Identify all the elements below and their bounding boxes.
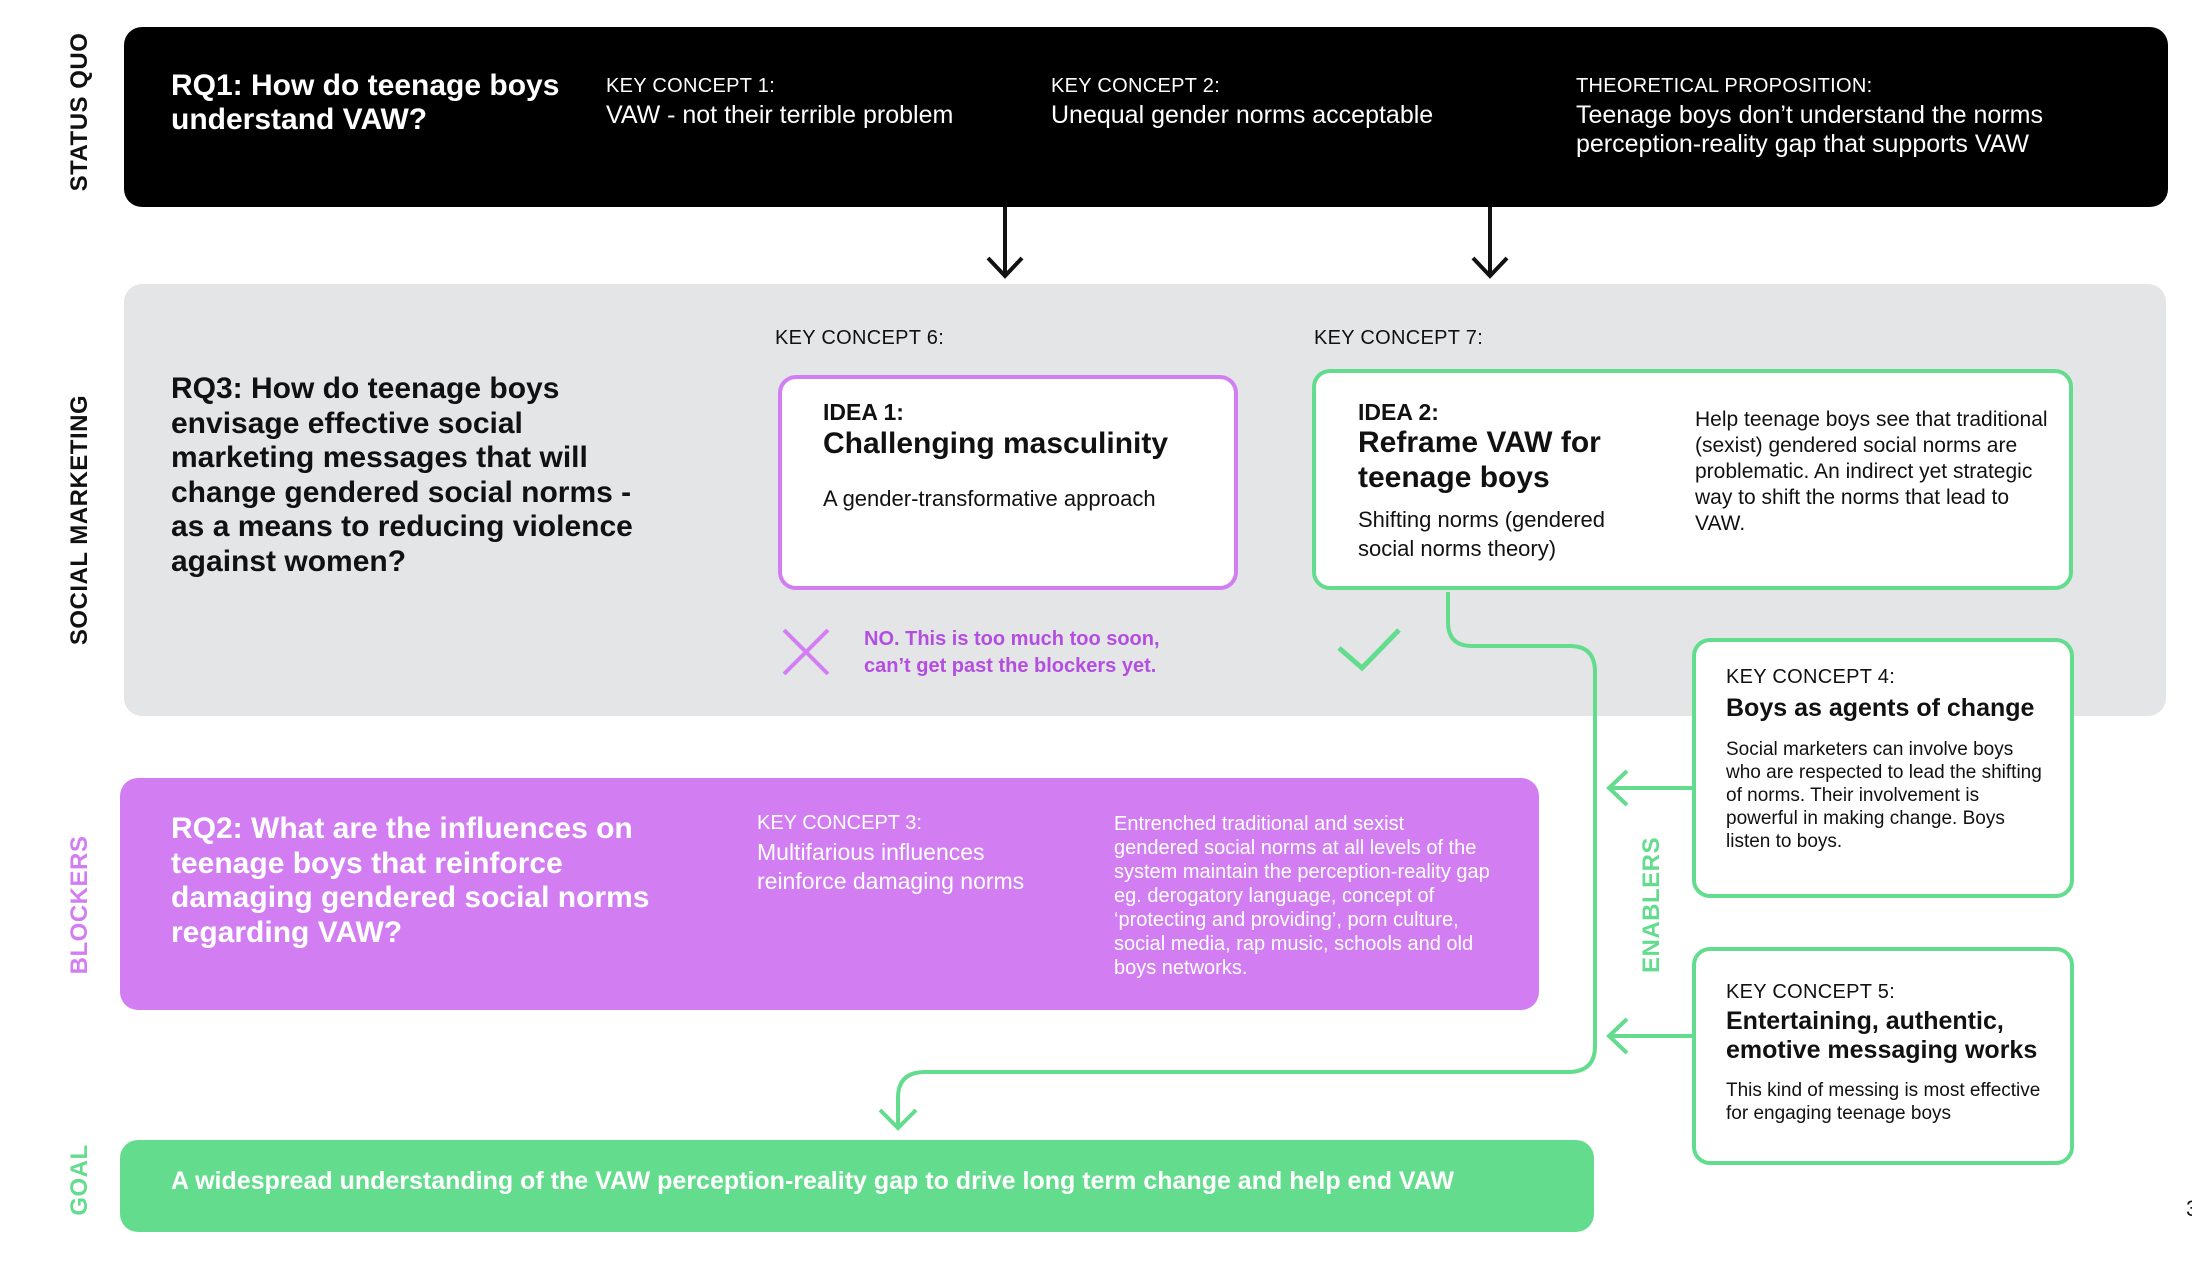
key-concept-4-text: Social marketers can involve boys who ar… (1726, 739, 2042, 852)
key-concept-5-title: Entertaining, authentic, emotive messagi… (1726, 1007, 2038, 1064)
key-concept-7-label: KEY CONCEPT 7: (1314, 327, 1484, 349)
key-concept-4-card: KEY CONCEPT 4: Boys as agents of change … (1692, 638, 2074, 898)
rq1-question: RQ1: How do teenage boys understand VAW? (171, 69, 560, 136)
key-concept-2-label: KEY CONCEPT 2: (1051, 75, 1221, 97)
key-concept-3-label: KEY CONCEPT 3: (757, 812, 922, 834)
idea-2-text: Shifting norms (gendered social norms th… (1358, 507, 1606, 561)
idea-1-card: IDEA 1: Challenging masculinity A gender… (778, 375, 1238, 590)
idea-1-label: IDEA 1: (823, 399, 904, 425)
key-concept-1-label: KEY CONCEPT 1: (606, 75, 776, 97)
key-concept-6-label: KEY CONCEPT 6: (775, 327, 945, 349)
idea-2-label: IDEA 2: (1358, 399, 1439, 425)
flow-line (896, 592, 1597, 1128)
idea-1-title: Challenging masculinity (823, 427, 1169, 460)
arrow-left-icon (1606, 769, 1693, 807)
goal-text: A widespread understanding of the VAW pe… (171, 1167, 1455, 1195)
key-concept-4-label: KEY CONCEPT 4: (1726, 666, 1896, 688)
idea-1-text: A gender-transformative approach (823, 486, 1156, 511)
arrow-down-icon (878, 1108, 918, 1131)
key-concept-1-text: VAW - not their terrible problem (606, 101, 954, 129)
idea-2-description: Help teenage boys see that traditional (… (1695, 408, 2048, 535)
idea-1-verdict: NO. This is too much too soon, can’t get… (864, 628, 1160, 677)
key-concept-4-title: Boys as agents of change (1726, 694, 2035, 722)
theoretical-proposition-label: THEORETICAL PROPOSITION: (1576, 75, 1873, 97)
key-concept-5-label: KEY CONCEPT 5: (1726, 981, 1896, 1003)
idea-2-title: Reframe VAW for teenage boys (1358, 426, 1601, 494)
key-concept-2-text: Unequal gender norms acceptable (1051, 101, 1434, 129)
goal-panel: A widespread understanding of the VAW pe… (120, 1140, 1594, 1232)
status-quo-panel: RQ1: How do teenage boys understand VAW?… (124, 27, 2168, 207)
rq2-question: RQ2: What are the influences on teenage … (171, 812, 650, 949)
check-icon (1337, 628, 1401, 672)
page-number: 3 (2186, 1196, 2192, 1222)
arrow-down-icon (986, 207, 1024, 279)
key-concept-3-text: Multifarious influences reinforce damagi… (757, 839, 1025, 894)
idea-2-card: IDEA 2: Reframe VAW for teenage boys Shi… (1312, 369, 2073, 590)
arrow-down-icon (1471, 207, 1509, 279)
key-concept-5-text: This kind of messing is most effective f… (1726, 1080, 2041, 1124)
key-concept-5-card: KEY CONCEPT 5: Entertaining, authentic, … (1692, 947, 2074, 1165)
blockers-panel: RQ2: What are the influences on teenage … (120, 778, 1539, 1010)
cross-icon (782, 628, 830, 676)
theoretical-proposition-text: Teenage boys don’t understand the norms … (1576, 101, 2043, 158)
blockers-description: Entrenched traditional and sexist gender… (1114, 813, 1490, 979)
rq3-question: RQ3: How do teenage boys envisage effect… (171, 372, 633, 578)
arrow-left-icon (1606, 1017, 1693, 1055)
